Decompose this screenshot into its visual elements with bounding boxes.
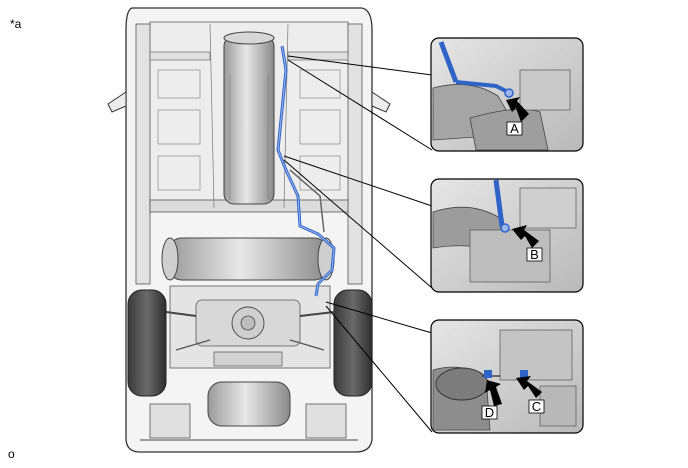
arrow-a: [506, 97, 529, 122]
blue-pipe-route: [276, 45, 336, 297]
arrow-c: [516, 376, 542, 398]
main-muffler: [161, 237, 335, 281]
figure-marker-bottom: o: [8, 447, 15, 461]
callout-label-d: D: [485, 405, 494, 420]
center-exhaust-pipe: [223, 31, 275, 205]
detail-panel-b: B: [430, 178, 584, 293]
detail-panel-a: A: [430, 37, 584, 152]
callout-label-a: A: [510, 121, 519, 136]
callout-label-c: C: [532, 399, 541, 414]
callout-label-b: B: [530, 247, 539, 262]
arrow-b: [512, 225, 539, 248]
rear-suspension: [165, 285, 335, 369]
rear-tank: [140, 381, 358, 441]
figure-marker-top: *a: [10, 17, 22, 31]
leader-lines: [283, 55, 433, 433]
rear-right-tyre: [333, 289, 373, 397]
arrow-d: [485, 380, 502, 406]
detail-panel-cd: D C: [430, 319, 584, 434]
rear-left-tyre: [127, 289, 167, 397]
